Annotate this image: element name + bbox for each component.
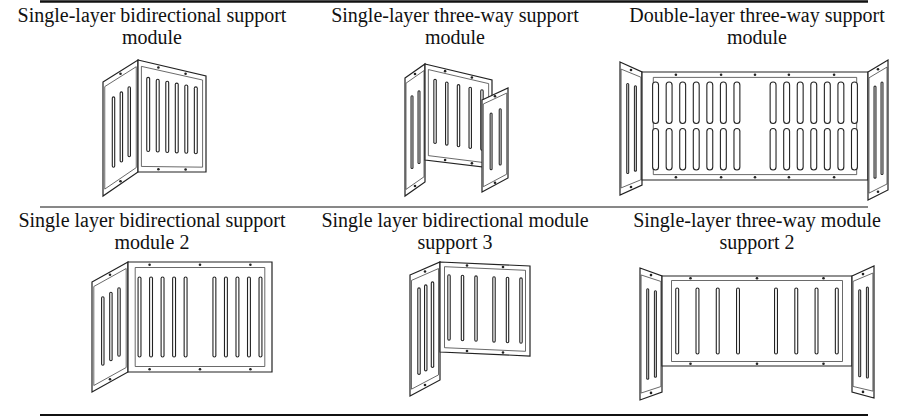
support-panel — [868, 60, 888, 200]
support-panel — [620, 62, 642, 195]
support-panel — [92, 262, 128, 392]
table-cell: Single-layer three-way module support 2 — [612, 209, 902, 253]
support-panel — [440, 262, 530, 356]
support-panel — [640, 268, 662, 400]
table-cell: Double-layer three-way support module — [612, 4, 902, 48]
support-panel — [128, 262, 272, 372]
bottom-rule — [40, 414, 868, 416]
support-panel — [103, 60, 138, 196]
support-panel — [642, 72, 868, 180]
support-panel — [410, 262, 440, 396]
support-panel — [405, 64, 425, 196]
table-cell: Single-layer three-way support module — [310, 4, 600, 48]
table-cell: Single-layer bidirectional support modul… — [7, 4, 297, 48]
support-panel — [662, 276, 852, 366]
support-panel — [482, 88, 508, 192]
table-cell: Single layer bidirectional support modul… — [7, 209, 297, 253]
support-panel — [852, 266, 874, 398]
row-rule — [40, 207, 868, 208]
support-panel — [138, 60, 206, 172]
top-rule — [40, 0, 868, 3]
table-cell: Single layer bidirectional module suppor… — [310, 209, 600, 253]
